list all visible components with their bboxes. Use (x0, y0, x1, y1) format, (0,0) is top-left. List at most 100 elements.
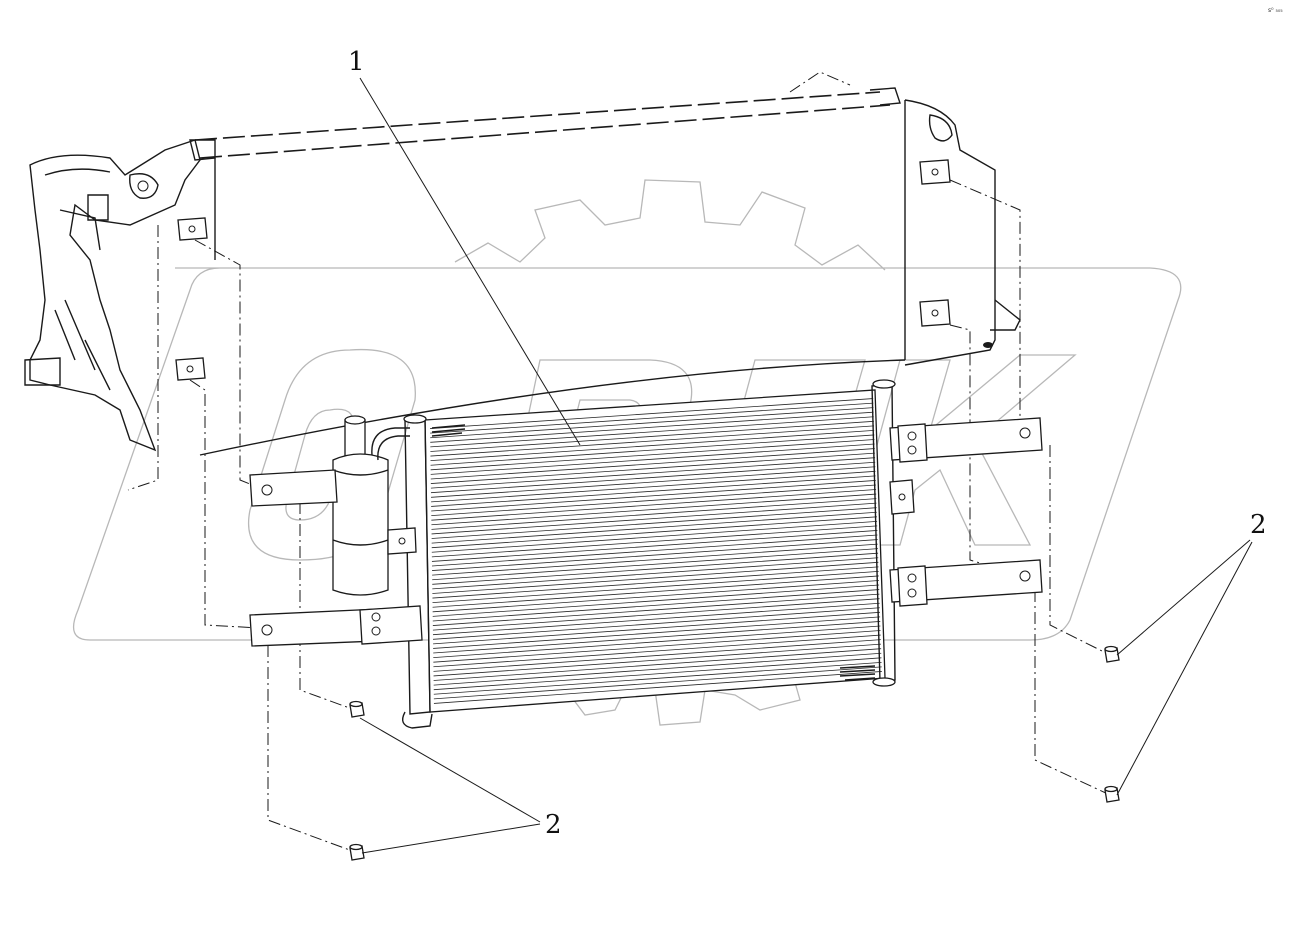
drier-band-upper (332, 469, 389, 476)
condenser-fin-line (433, 671, 882, 704)
drier-strap-bolt (398, 537, 406, 545)
condenser-fin-line (431, 493, 877, 526)
frame-right-shroud (904, 99, 996, 366)
condenser-fin-line (430, 452, 875, 484)
bracket-right-upper-hole (1019, 427, 1031, 439)
callout-1-label: 1 (348, 47, 365, 77)
watermark-letter-o (248, 348, 416, 561)
condenser-fin-line (432, 570, 879, 604)
condenser-fin-line (433, 611, 880, 645)
condenser-fin-line (432, 539, 878, 571)
guide-left-upper (194, 239, 266, 491)
leader-2-right-b (1116, 541, 1253, 796)
clip-left-lower-hole (186, 365, 194, 373)
condenser-fin-line (430, 429, 875, 462)
leader-lines (359, 77, 1253, 854)
core-bottom-hatch (839, 665, 876, 681)
bolt-right-1 (1104, 645, 1120, 663)
right-tank-bottom-cap (872, 677, 896, 687)
condenser-fin-line (431, 534, 878, 567)
condenser-fin-line (433, 607, 880, 640)
shroud-foot (24, 357, 61, 386)
drier-line (371, 427, 410, 456)
bracket-left-upper-hole (261, 484, 273, 496)
shroud-inner-curve (44, 168, 111, 176)
condenser-fin-line (433, 648, 882, 681)
condenser-fin-line (432, 580, 879, 613)
bracket-right-bolt-a (907, 431, 917, 441)
condenser-fin-line (432, 548, 878, 581)
clip-left-lower (175, 357, 206, 381)
bracket-right-upper-plate (897, 423, 928, 463)
condenser-fin-line (430, 443, 875, 475)
condenser-fin-line (430, 398, 874, 429)
condenser-fin-line (430, 448, 875, 480)
condenser-fin-line (431, 498, 877, 530)
bracket-left-bolt-a (371, 612, 381, 622)
clip-right-upper-hole (931, 168, 939, 176)
clip-right-lower-hole (931, 309, 939, 317)
bracket-right-bolt-b (907, 445, 917, 455)
condenser-fin-line (433, 630, 881, 663)
callout-2-right-label: 2 (1250, 510, 1267, 540)
condenser-fin-line (430, 416, 874, 448)
leader-2-left-b (361, 823, 541, 854)
guide-right-upper (949, 179, 1021, 420)
condenser-fin-line (432, 566, 879, 599)
watermark-gear-outline (454, 179, 886, 271)
receiver-drier (332, 415, 417, 596)
condenser-fin-line (432, 602, 880, 636)
condenser-fin-line (430, 434, 875, 466)
bracket-left-lower-plate (359, 605, 423, 645)
bracket-left-lower-hole (261, 624, 273, 636)
condenser-fin-line (432, 575, 879, 608)
guide-right-bolt-1 (1049, 445, 1111, 656)
clip-left-upper (177, 217, 208, 241)
bracket-right-mid-clip (889, 479, 915, 515)
frame-clips (175, 159, 951, 381)
drier-top-port (344, 419, 366, 459)
guide-frame-top (789, 71, 851, 93)
shroud-ear (129, 173, 159, 199)
condenser-outlet-pipe (402, 711, 433, 729)
condenser-fin-line (430, 439, 875, 471)
condenser-fin-line (432, 584, 880, 617)
core-top-hatch (431, 424, 466, 437)
condenser-fin-line (433, 634, 881, 668)
condenser-fin-line (433, 657, 882, 691)
condenser-fin-line (430, 457, 876, 489)
shroud-outer-curve (29, 139, 201, 452)
condenser-brackets (249, 417, 1043, 647)
condenser-fin-line (431, 502, 877, 535)
condenser-fin-line (432, 589, 880, 622)
guide-left-mid (189, 379, 261, 629)
condenser-fin-line (431, 475, 876, 507)
drier-port-cap (344, 415, 366, 425)
shroud-inner-curve-2 (59, 209, 101, 251)
condenser-fins (430, 398, 882, 704)
guide-left-bolt-1 (299, 480, 356, 711)
condenser-fin-line (432, 561, 879, 594)
condenser-fin-line (430, 411, 874, 443)
condenser-fin-line (431, 484, 876, 517)
frame-top-right-lip (869, 87, 901, 106)
clip-right-lower (919, 299, 951, 327)
drier-band-lower (332, 539, 389, 546)
left-shroud-casting (24, 139, 201, 452)
condenser-core (402, 379, 896, 729)
condenser-fin-line (431, 507, 877, 539)
condenser-fin-line (432, 543, 878, 576)
condenser-fin-line (431, 466, 876, 498)
leader-1 (359, 77, 581, 446)
drier-strap (387, 527, 417, 555)
condenser-fin-line (430, 407, 874, 439)
condenser-fin-line (432, 593, 880, 626)
drier-line-2 (377, 435, 410, 461)
drier-body (332, 453, 389, 596)
frame-drain-mark (983, 342, 993, 348)
condenser-fin-line (432, 552, 879, 585)
bolts (349, 645, 1120, 861)
condenser-fin-line (431, 520, 878, 553)
